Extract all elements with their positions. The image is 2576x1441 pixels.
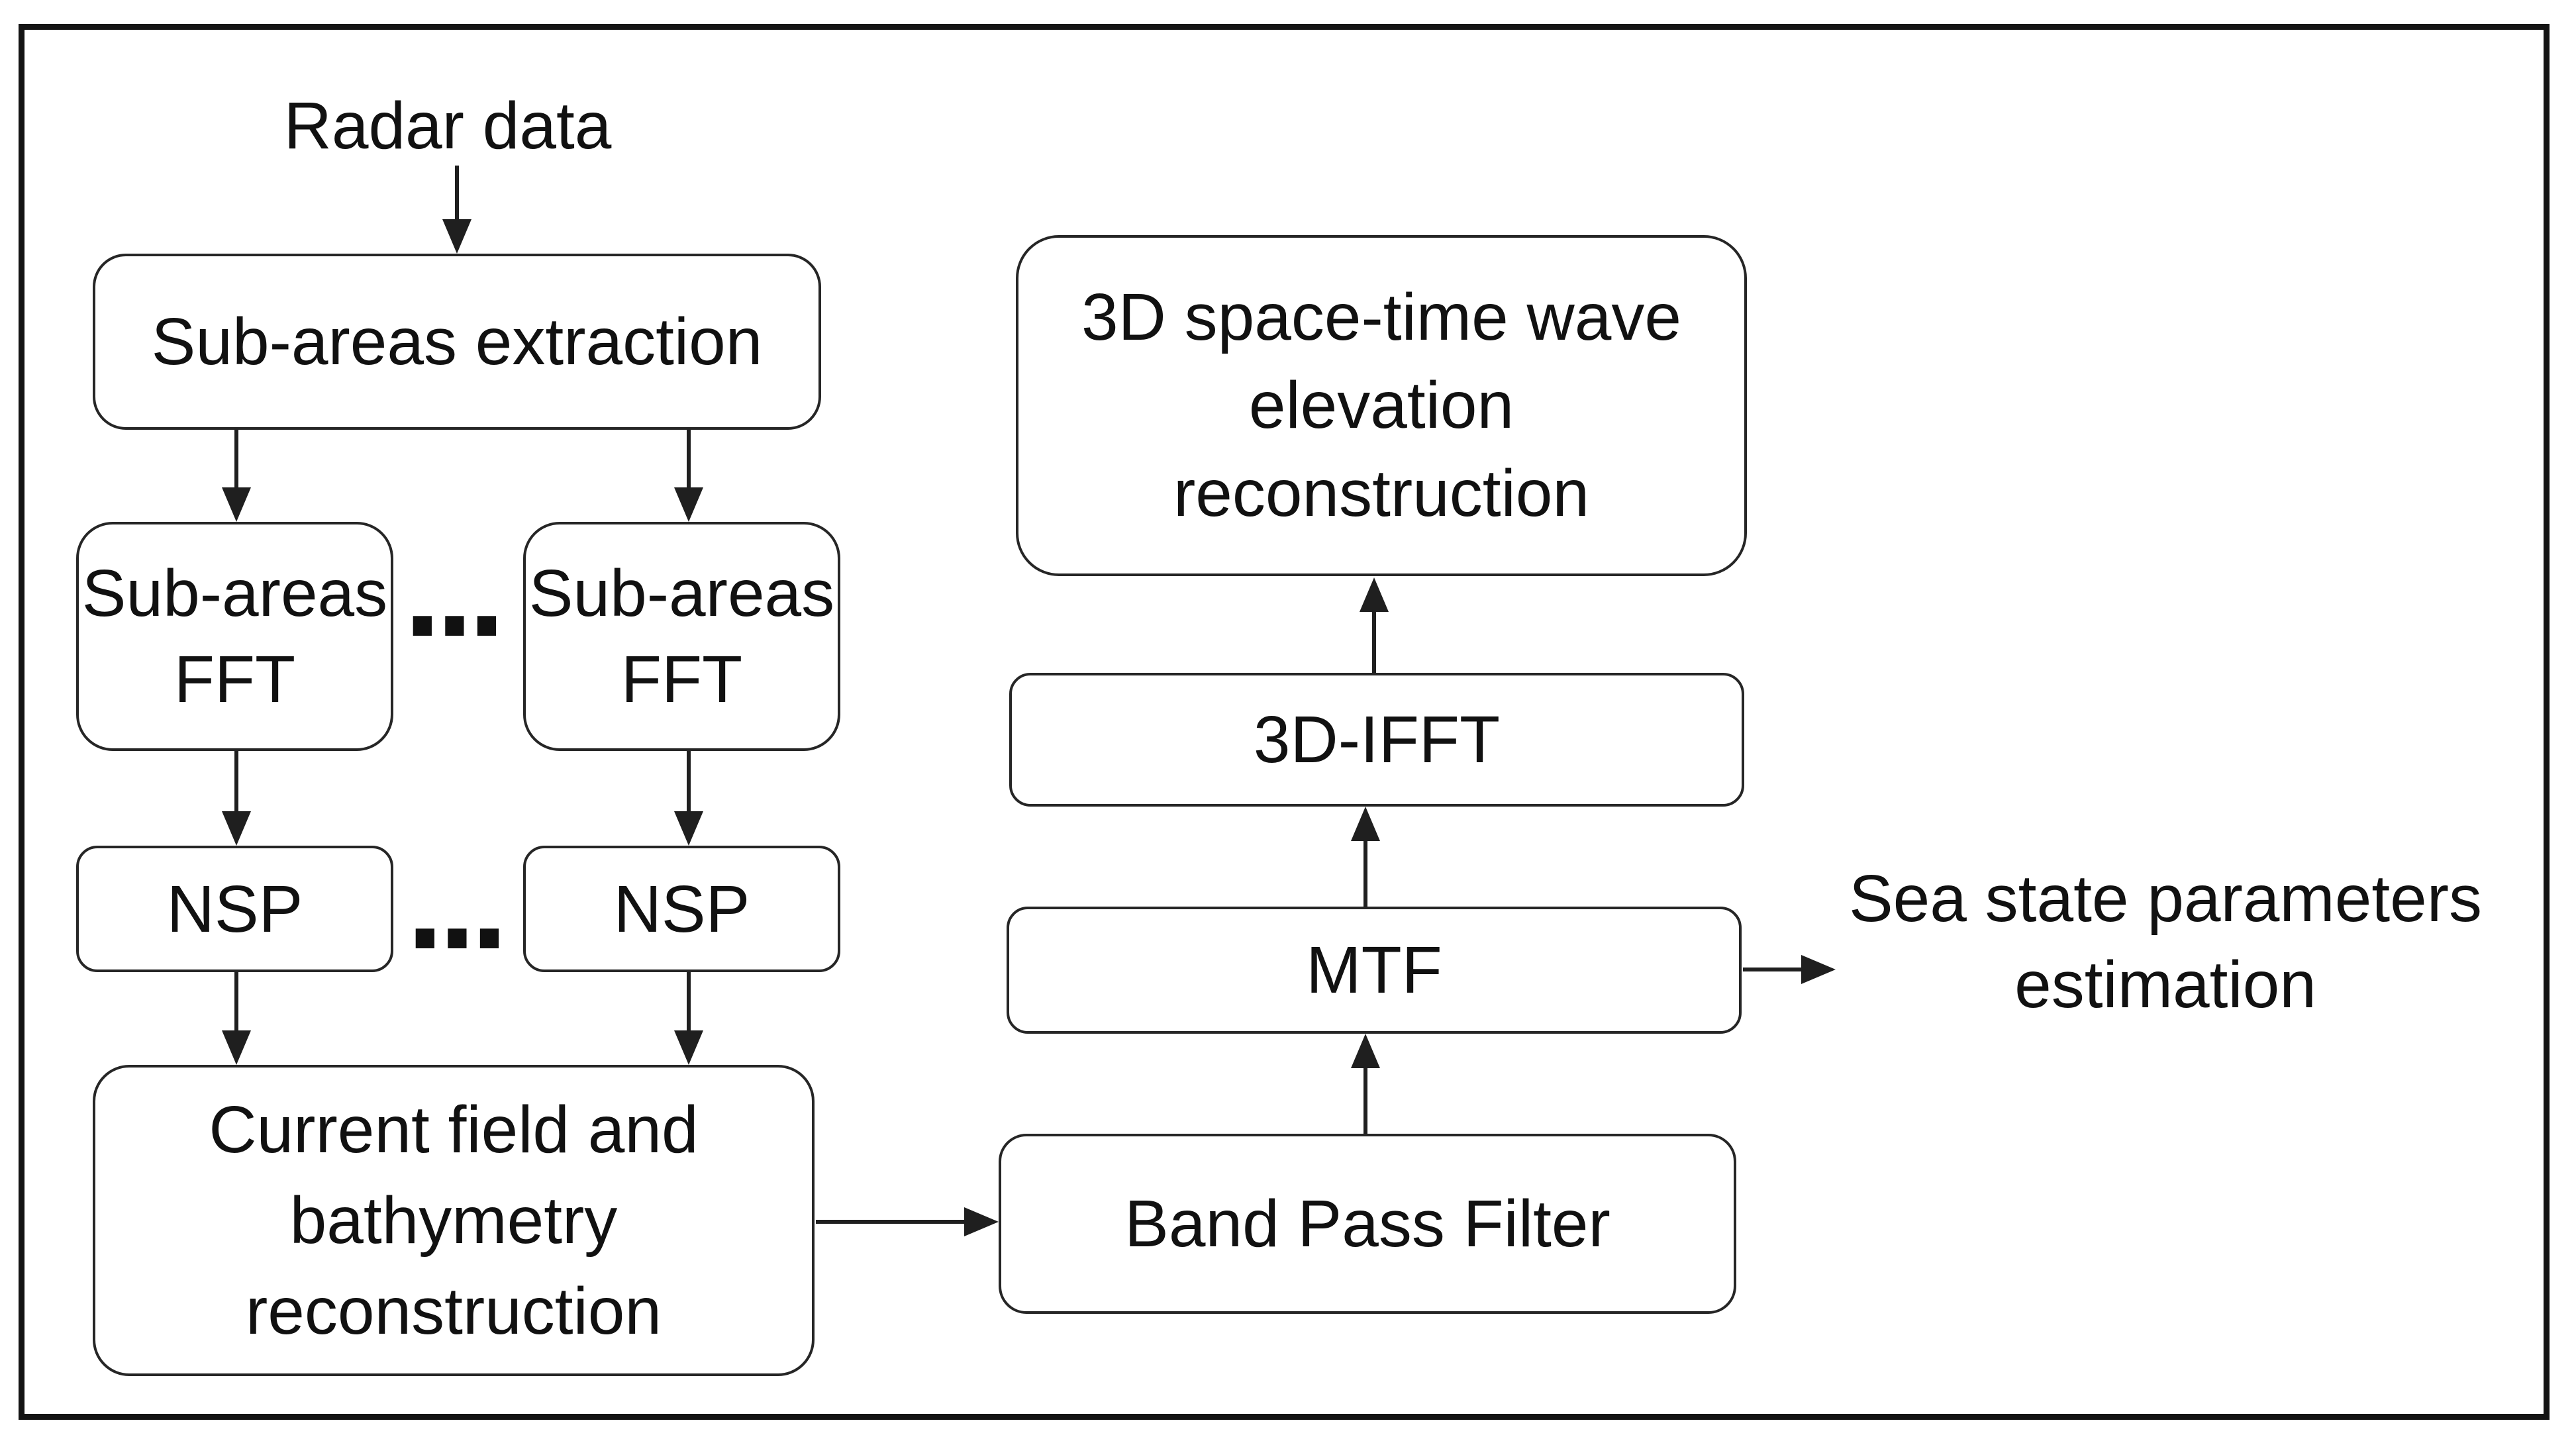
arrow-ifft-to-wave (1360, 577, 1389, 673)
node-sea-state-label: Sea state parameters estimation (1848, 856, 2483, 1054)
node-sub-areas-fft-right: Sub-areas FFT (523, 522, 840, 751)
sub-areas-extraction-text: Sub-areas extraction (151, 305, 763, 379)
arrow-nsp-right-to-current (674, 972, 703, 1065)
arrow-nsp-left-to-current (222, 972, 251, 1065)
arrow-head (674, 1030, 703, 1065)
arrow-extraction-to-fft-left (222, 430, 251, 522)
arrow-shaft (816, 1220, 968, 1224)
node-mtf: MTF (1007, 907, 1742, 1034)
band-pass-filter-text: Band Pass Filter (1124, 1187, 1610, 1261)
arrow-shaft (1363, 1064, 1367, 1134)
ifft-text: 3D-IFFT (1253, 703, 1501, 777)
arrow-head (964, 1207, 999, 1236)
arrow-head (1801, 955, 1836, 984)
node-band-pass-filter: Band Pass Filter (999, 1134, 1736, 1314)
node-wave-reconstruction: 3D space-time wave elevation reconstruct… (1016, 235, 1747, 576)
mtf-text: MTF (1306, 933, 1442, 1007)
arrow-shaft (687, 751, 691, 815)
arrow-head (1360, 577, 1389, 612)
arrow-shaft (1743, 968, 1805, 971)
arrow-head (674, 487, 703, 522)
node-current-field: Current field and bathymetry reconstruct… (93, 1065, 815, 1376)
arrow-shaft (687, 430, 691, 491)
current-field-text: Current field and bathymetry reconstruct… (209, 1092, 699, 1348)
arrow-bandpass-to-mtf (1351, 1034, 1380, 1134)
nsp-right-text: NSP (613, 871, 750, 946)
arrow-fft-right-to-nsp-right (674, 751, 703, 846)
wave-reconstruction-text: 3D space-time wave elevation reconstruct… (1081, 280, 1681, 530)
nsp-left-text: NSP (166, 871, 303, 946)
arrow-current-to-bandpass (816, 1207, 999, 1236)
arrow-head (222, 1030, 251, 1065)
node-radar-data-label: Radar data (249, 83, 646, 175)
arrow-fft-left-to-nsp-left (222, 751, 251, 846)
ellipsis-fft: ... (386, 524, 519, 694)
arrow-head (442, 219, 471, 254)
arrow-shaft (455, 166, 459, 223)
arrow-head (674, 811, 703, 846)
node-sub-areas-fft-left: Sub-areas FFT (76, 522, 393, 751)
node-nsp-left: NSP (76, 846, 393, 972)
sub-areas-fft-right-text: Sub-areas FFT (528, 556, 835, 717)
arrow-extraction-to-fft-right (674, 430, 703, 522)
arrow-shaft (234, 751, 238, 815)
node-sub-areas-extraction: Sub-areas extraction (93, 254, 821, 430)
ellipsis-fft-text: ... (404, 517, 505, 664)
radar-data-text: Radar data (283, 89, 612, 163)
arrow-shaft (1372, 608, 1376, 673)
node-nsp-right: NSP (523, 846, 840, 972)
sub-areas-fft-left-text: Sub-areas FFT (81, 556, 388, 717)
arrow-shaft (687, 972, 691, 1034)
arrow-shaft (1363, 837, 1367, 907)
arrow-head (1351, 1034, 1380, 1068)
arrow-shaft (234, 972, 238, 1034)
arrow-radar-to-extraction (442, 166, 471, 254)
arrow-mtf-to-sea-state (1743, 955, 1836, 984)
node-3d-ifft: 3D-IFFT (1009, 673, 1744, 807)
ellipsis-nsp-text: ... (407, 829, 508, 977)
arrow-shaft (234, 430, 238, 491)
arrow-head (1351, 807, 1380, 841)
arrow-head (222, 487, 251, 522)
sea-state-text: Sea state parameters estimation (1848, 862, 2483, 1022)
ellipsis-nsp: ... (389, 837, 521, 1007)
arrow-mtf-to-ifft (1351, 807, 1380, 907)
arrow-head (222, 811, 251, 846)
